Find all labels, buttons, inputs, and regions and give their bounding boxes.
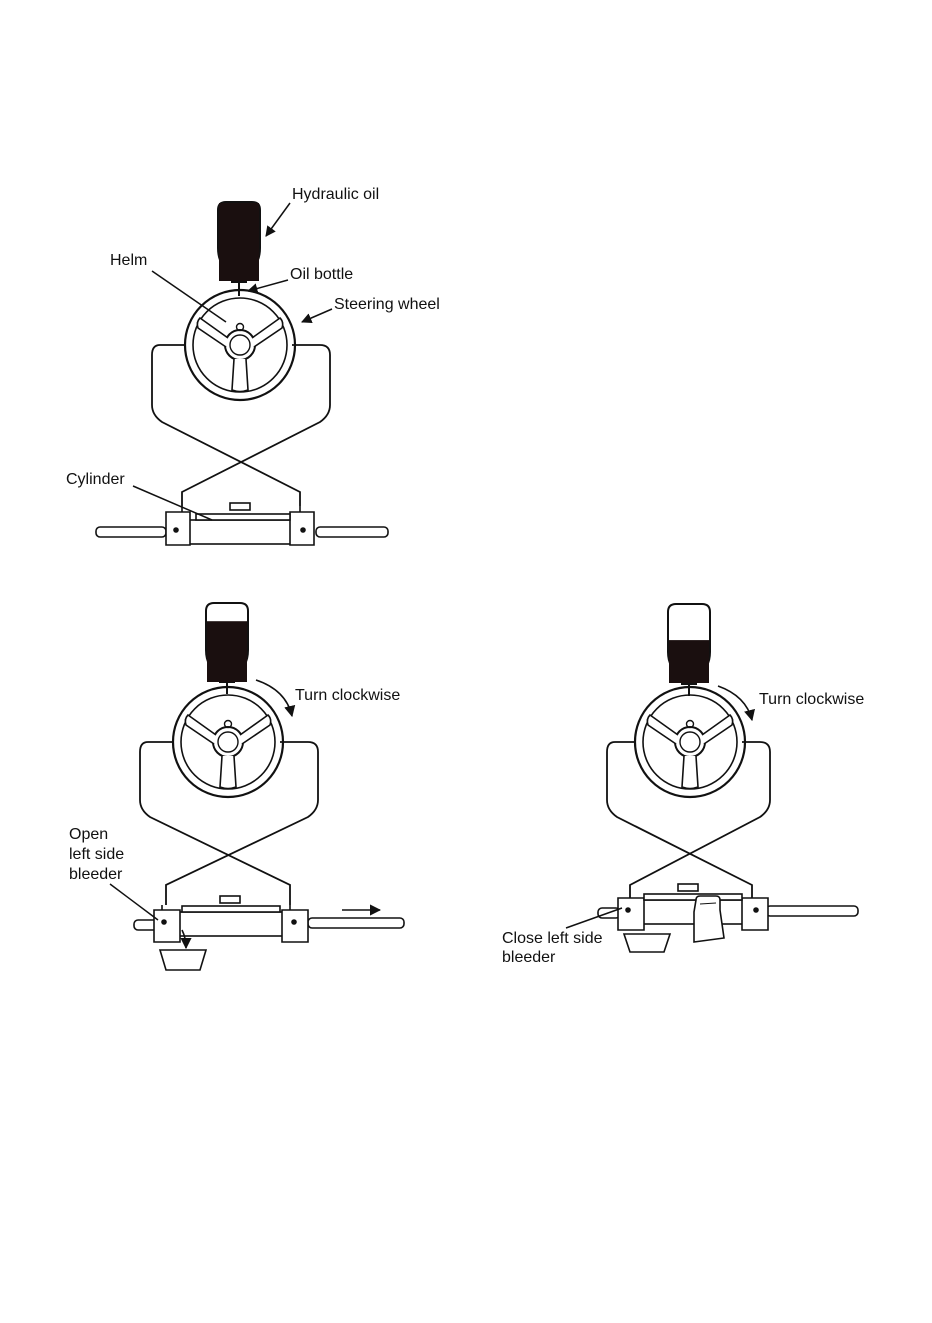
bleeder-right-2 bbox=[282, 910, 308, 942]
label-turn-clockwise-2: Turn clockwise bbox=[295, 687, 400, 704]
pointer-hydraulic-oil bbox=[266, 203, 290, 236]
oil-container-2 bbox=[160, 950, 206, 970]
cylinder-1 bbox=[96, 503, 388, 545]
label-hydraulic-oil: Hydraulic oil bbox=[292, 186, 379, 203]
figure-1-steering-system: Hydraulic oil Helm Oil bottle Steering w… bbox=[66, 186, 440, 545]
bleeder-left-3 bbox=[618, 898, 644, 930]
label-steering-wheel: Steering wheel bbox=[334, 296, 440, 313]
cylinder-3 bbox=[598, 884, 858, 952]
bottle-1-oil-fill bbox=[219, 203, 259, 281]
hand-glove-3 bbox=[694, 896, 724, 942]
rod-right-3 bbox=[766, 906, 858, 916]
label-helm: Helm bbox=[110, 252, 147, 269]
rod-left-1 bbox=[96, 527, 166, 537]
oil-bottle-1 bbox=[218, 202, 260, 296]
figure-2-open-bleeder: Turn clockwise Open left side bleeder bbox=[69, 603, 404, 970]
oil-bottle-3 bbox=[668, 604, 710, 696]
label-close-line-2: bleeder bbox=[502, 949, 556, 966]
pointer-steering-wheel bbox=[302, 309, 332, 322]
figure-3-close-bleeder: Turn clockwise Close left side bleeder bbox=[502, 604, 864, 966]
label-oil-bottle: Oil bottle bbox=[290, 266, 353, 283]
steering-wheel-2 bbox=[173, 687, 283, 797]
label-open-line-3: bleeder bbox=[69, 866, 123, 883]
bleeder-right-3 bbox=[742, 898, 768, 930]
rotation-arrow-3 bbox=[718, 686, 752, 720]
cylinder-body-3 bbox=[630, 900, 748, 924]
label-open-line-2: left side bbox=[69, 846, 124, 863]
bottle-3-oil-fill bbox=[669, 640, 709, 683]
rod-right-1 bbox=[316, 527, 388, 537]
cylinder-2 bbox=[134, 896, 404, 970]
steering-wheel-3 bbox=[635, 687, 745, 797]
pointer-oil-bottle bbox=[248, 280, 288, 291]
label-open-line-1: Open bbox=[69, 826, 108, 843]
bottle-2-oil-fill bbox=[207, 621, 247, 682]
steering-wheel-1 bbox=[185, 290, 295, 400]
cylinder-body-2 bbox=[168, 912, 286, 936]
cylinder-body-1 bbox=[178, 520, 296, 544]
label-turn-clockwise-3: Turn clockwise bbox=[759, 691, 864, 708]
oil-bottle-2 bbox=[206, 603, 248, 694]
label-cylinder: Cylinder bbox=[66, 471, 125, 488]
rod-right-2 bbox=[308, 918, 404, 928]
oil-container-3 bbox=[624, 934, 670, 952]
bleeder-left-2 bbox=[154, 910, 180, 942]
label-close-line-1: Close left side bbox=[502, 930, 603, 947]
pointer-open-bleeder bbox=[110, 884, 158, 920]
